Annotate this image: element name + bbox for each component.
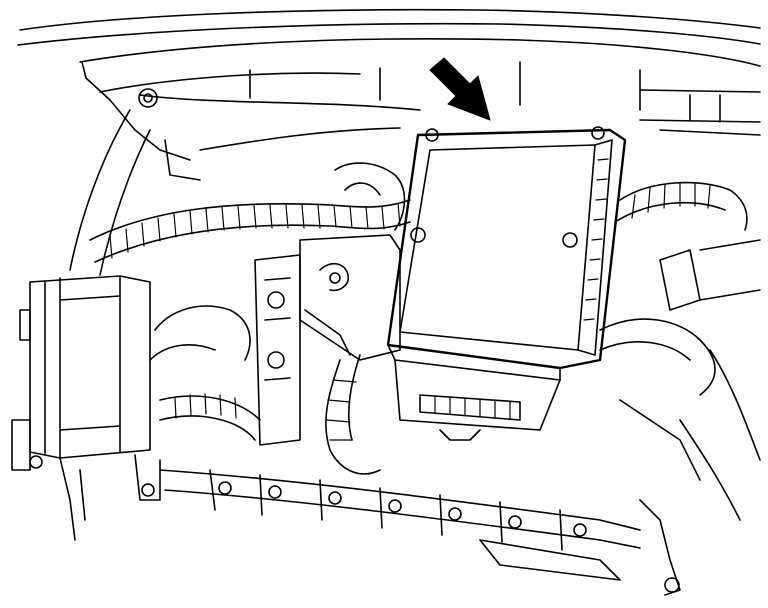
mounting-bracket — [254, 234, 401, 446]
lower-crossmember — [159, 469, 681, 596]
wiring-harness — [89, 162, 748, 475]
right-structure — [619, 239, 761, 521]
relay-box — [11, 275, 161, 541]
dashboard-panel — [17, 8, 761, 161]
arrow-pointer-icon — [429, 57, 491, 121]
electronic-control-module — [386, 126, 627, 441]
left-frame — [69, 109, 401, 276]
